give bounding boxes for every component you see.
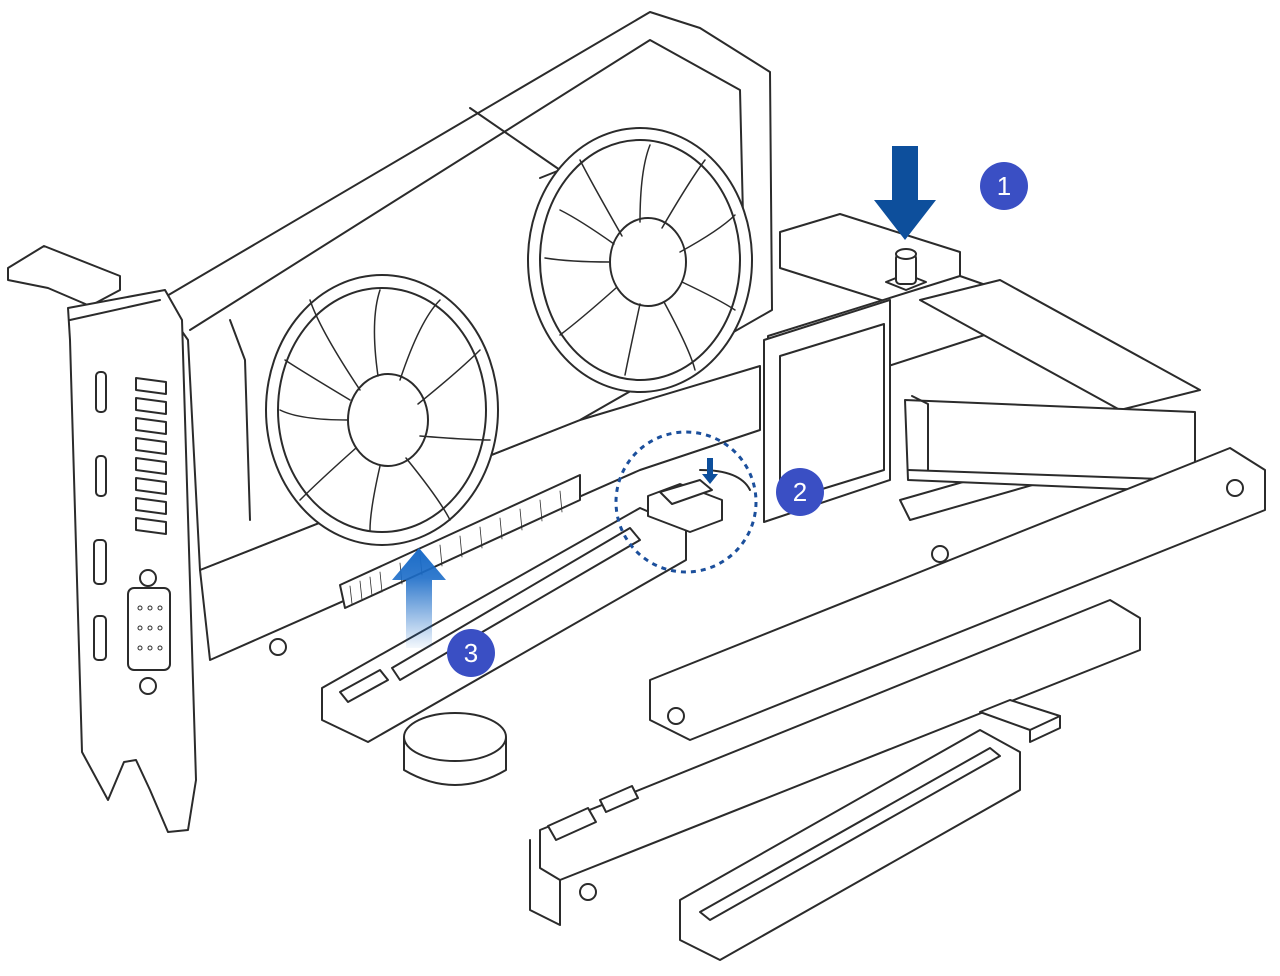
step-3-badge: 3 xyxy=(447,629,495,677)
fan-left xyxy=(265,274,499,546)
upper-pcie-slot xyxy=(321,469,751,743)
arrow-down-icon xyxy=(874,146,936,240)
graphics-card xyxy=(7,11,773,833)
retention-clip xyxy=(647,479,723,533)
fan-right xyxy=(527,127,753,393)
step-2-badge: 2 xyxy=(776,468,824,516)
latch-pin xyxy=(885,248,927,291)
step-1-badge: 1 xyxy=(980,162,1028,210)
small-arrow-down-icon xyxy=(702,458,718,484)
lower-pcie-slot xyxy=(679,729,1021,961)
io-bracket xyxy=(7,245,197,833)
dashed-circle-highlight xyxy=(614,430,758,574)
riser-bracket xyxy=(269,213,1266,961)
